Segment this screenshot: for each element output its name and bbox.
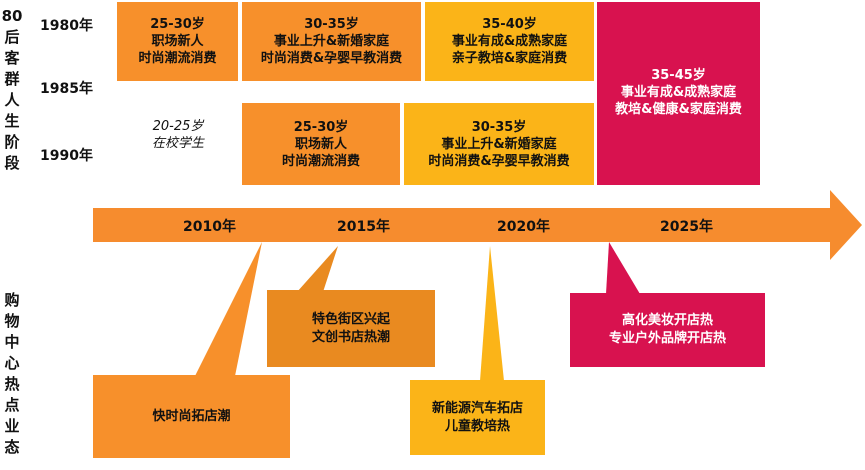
stage-age: 25-30岁 xyxy=(293,119,349,135)
student-desc: 在校学生 xyxy=(151,136,204,151)
student-stage: 20-25岁 在校学生 xyxy=(128,118,228,152)
hotspot-text-1: 高化美妆开店热 xyxy=(621,313,713,328)
hotspot-text: 快时尚拓店潮 xyxy=(152,408,231,424)
callout-pointer-fast-fashion xyxy=(195,242,262,376)
stage-35-45: 35-45岁 事业有成&成熟家庭 教培&健康&家庭消费 xyxy=(597,2,760,185)
stage-age: 25-30岁 xyxy=(150,17,205,32)
hotspot-fast-fashion: 快时尚拓店潮 xyxy=(93,375,290,458)
timeline-arrow xyxy=(93,190,862,260)
hotspot-nev: 新能源汽车拓店 儿童教培热 xyxy=(410,380,545,455)
stage-age: 30-35岁 xyxy=(471,119,527,135)
hotspot-text-2: 儿童教培热 xyxy=(444,418,510,434)
stage-desc: 事业有成&成熟家庭 xyxy=(620,85,737,100)
stage-1980-30-35: 30-35岁 事业上升&新婚家庭 时尚消费&孕婴早教消费 xyxy=(242,2,421,81)
post80-stage-label: 80后客群人生阶段 xyxy=(1,7,23,172)
tick-2015: 2015年 xyxy=(337,219,390,235)
tick-2020: 2020年 xyxy=(497,219,550,235)
year-1980: 1980年 xyxy=(40,18,93,34)
year-1985: 1985年 xyxy=(40,81,93,97)
callout-pointer-nev xyxy=(480,246,504,381)
stage-1990-25-30: 25-30岁 职场新人 时尚潮流消费 xyxy=(242,103,400,185)
stage-desc: 职场新人 xyxy=(151,34,204,49)
hotspot-text-1: 新能源汽车拓店 xyxy=(431,400,523,416)
stage-consumption: 时尚消费&孕婴早教消费 xyxy=(428,153,570,169)
student-age: 20-25岁 xyxy=(152,119,204,134)
tick-2010: 2010年 xyxy=(183,219,236,235)
stage-desc: 事业上升&新婚家庭 xyxy=(273,34,390,49)
hotspot-text-1: 特色街区兴起 xyxy=(311,311,390,327)
stage-desc: 职场新人 xyxy=(294,136,347,152)
stage-consumption: 时尚消费&孕婴早教消费 xyxy=(260,51,403,66)
hotspot-text-2: 专业户外品牌开店热 xyxy=(608,331,726,346)
hotspot-street: 特色街区兴起 文创书店热潮 xyxy=(267,290,435,367)
stage-desc: 事业上升&新婚家庭 xyxy=(441,136,557,152)
stage-age: 35-45岁 xyxy=(651,68,706,83)
stage-consumption: 时尚潮流消费 xyxy=(138,51,217,66)
stage-1990-30-35: 30-35岁 事业上升&新婚家庭 时尚消费&孕婴早教消费 xyxy=(404,103,594,185)
stage-age: 35-40岁 xyxy=(482,17,537,32)
callout-pointer-beauty xyxy=(606,242,640,294)
stage-desc: 事业有成&成熟家庭 xyxy=(451,34,568,49)
tick-2025: 2025年 xyxy=(660,219,713,235)
stage-1980-25-30: 25-30岁 职场新人 时尚潮流消费 xyxy=(117,2,238,81)
stage-age: 30-35岁 xyxy=(304,17,359,32)
callout-pointer-street xyxy=(297,246,338,292)
hotspot-beauty: 高化美妆开店热 专业户外品牌开店热 xyxy=(570,293,765,367)
stage-consumption: 教培&健康&家庭消费 xyxy=(615,102,742,117)
hotspot-text-2: 文创书店热潮 xyxy=(311,329,390,345)
stage-consumption: 时尚潮流消费 xyxy=(281,153,360,169)
stage-consumption: 亲子教培&家庭消费 xyxy=(451,51,568,66)
mall-hotspot-label: 购物中心热点业态 xyxy=(4,291,20,456)
stage-1980-35-40: 35-40岁 事业有成&成熟家庭 亲子教培&家庭消费 xyxy=(425,2,594,81)
year-1990: 1990年 xyxy=(40,148,93,164)
